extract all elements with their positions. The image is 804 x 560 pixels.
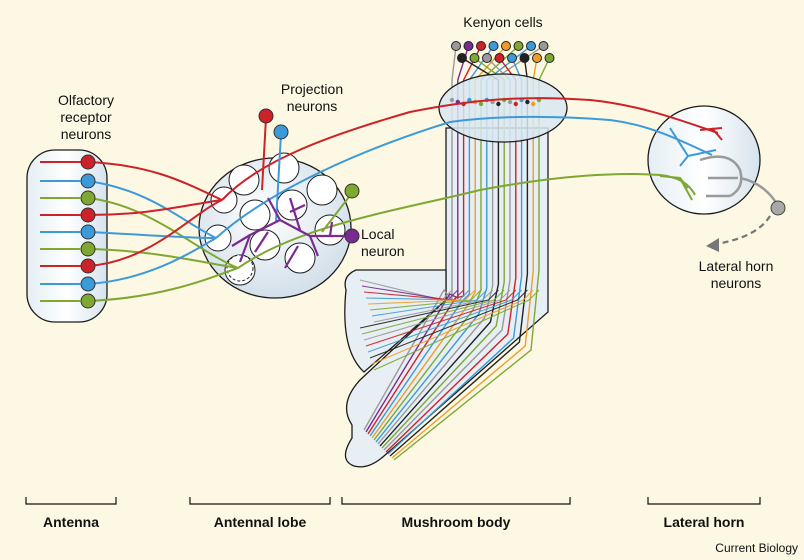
receptor-neuron-soma-blue: [81, 225, 95, 239]
section-label-antennal-lobe: Antennal lobe: [190, 514, 330, 530]
glomerulus: [250, 230, 280, 260]
bracket-antenna: [26, 497, 116, 504]
receptor-neuron-soma-red: [81, 155, 95, 169]
kenyon-cell-synapse-black: [496, 102, 500, 106]
antenna-body: [27, 150, 107, 322]
bracket-lateral-horn: [648, 497, 760, 504]
kenyon-cell-soma-blue: [527, 42, 536, 51]
receptor-neuron-soma-blue: [81, 174, 95, 188]
kenyon-cell-soma-blue: [508, 54, 517, 63]
kenyon-cell-soma-gray: [539, 42, 548, 51]
kenyon-cell-synapse-gray: [508, 100, 512, 104]
kenyon-cell-soma-green: [545, 54, 554, 63]
receptor-neuron-soma-blue: [81, 277, 95, 291]
projection-neurons-label: Projection neurons: [268, 81, 356, 115]
receptor-neuron-soma-green: [81, 294, 95, 308]
kenyon-cell-soma-orange: [533, 54, 542, 63]
credit-text: Current Biology: [715, 541, 798, 555]
lateral-horn-neurons-label: Lateral horn neurons: [690, 258, 782, 292]
kenyon-cell-soma-red: [477, 42, 486, 51]
receptor-neuron-soma-green: [81, 191, 95, 205]
kenyon-cell-synapse-black: [525, 100, 529, 104]
orn-axon-red: [88, 162, 222, 200]
glomerulus-red: [211, 187, 237, 213]
section-label-lateral-horn: Lateral horn: [648, 514, 760, 530]
glomerulus: [285, 243, 315, 273]
kenyon-cell-soma-black: [520, 54, 529, 63]
calyx: [439, 74, 567, 142]
kenyon-cell-soma-orange: [502, 42, 511, 51]
receptor-neuron-soma-red: [81, 259, 95, 273]
orn-axon-green: [88, 268, 238, 301]
section-label-mushroom-body: Mushroom body: [342, 514, 570, 530]
kenyon-cell-soma-black: [458, 54, 467, 63]
kenyon-cell-soma-green: [470, 54, 479, 63]
kenyon-cell-synapse-gray: [450, 98, 454, 102]
bracket-antennal-lobe: [190, 497, 330, 504]
local-neuron-soma: [345, 229, 359, 243]
kenyon-cell-soma-purple: [464, 42, 473, 51]
kenyon-cell-soma-gray: [452, 42, 461, 51]
olfactory-receptor-neurons-label: Olfactory receptor neurons: [40, 92, 132, 143]
lh-neuron-arrow-path: [716, 216, 770, 244]
kenyon-cell-soma-blue: [489, 42, 498, 51]
local-neuron-label: Local neuron: [361, 226, 409, 260]
kenyon-cell-synapse-green: [479, 102, 483, 106]
kenyon-cell-soma-red: [495, 54, 504, 63]
section-label-antenna: Antenna: [26, 514, 116, 530]
bracket-mushroom-body: [342, 497, 570, 504]
lh-neuron-soma: [771, 201, 785, 215]
kenyon-cells-label: Kenyon cells: [448, 14, 558, 31]
receptor-neuron-soma-red: [81, 208, 95, 222]
kenyon-cell-soma-gray: [483, 54, 492, 63]
pn-soma-blue: [274, 125, 288, 139]
kenyon-cell-soma-green: [514, 42, 523, 51]
receptor-neuron-soma-green: [81, 242, 95, 256]
kenyon-cell-synapse-orange: [531, 102, 535, 106]
glomerulus: [307, 175, 337, 205]
lh-neuron-arrowhead: [706, 238, 719, 252]
section-brackets: [26, 497, 760, 504]
kenyon-cell-synapse-red: [514, 102, 518, 106]
pn-soma-green: [345, 184, 359, 198]
